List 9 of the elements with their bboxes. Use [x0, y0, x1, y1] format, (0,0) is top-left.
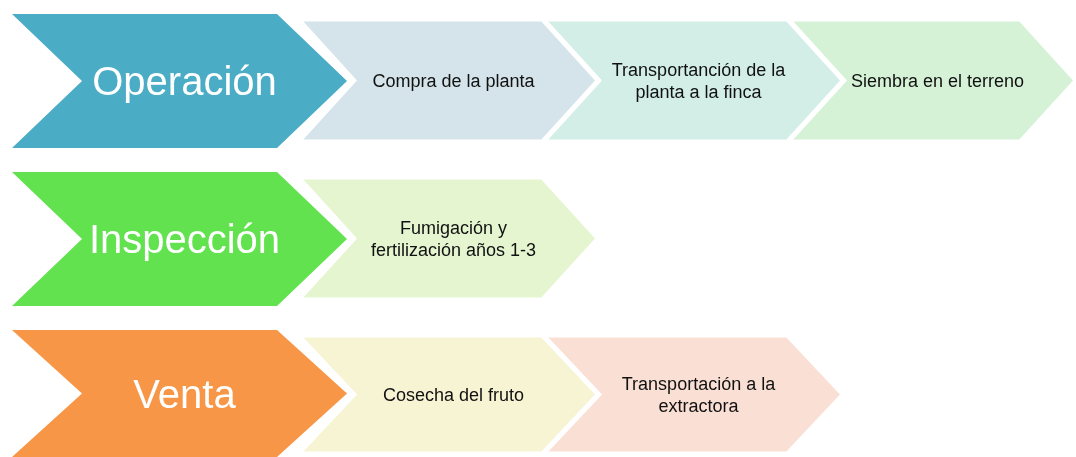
chevron-label: Cosecha del fruto — [381, 383, 526, 406]
chevron-label: Transportación a la extractora — [620, 372, 777, 417]
chevron-label: Transportanción de la planta a la finca — [610, 58, 787, 103]
chevron-label: Venta — [132, 370, 237, 417]
chevron-label: Compra de la planta — [371, 69, 536, 92]
chevron-label: Fumigación y fertilización años 1-3 — [369, 216, 538, 261]
chevron-label: Operación — [91, 58, 278, 104]
chevron-label: Siembra en el terreno — [849, 69, 1026, 92]
chevron-label: Inspección — [87, 216, 282, 262]
